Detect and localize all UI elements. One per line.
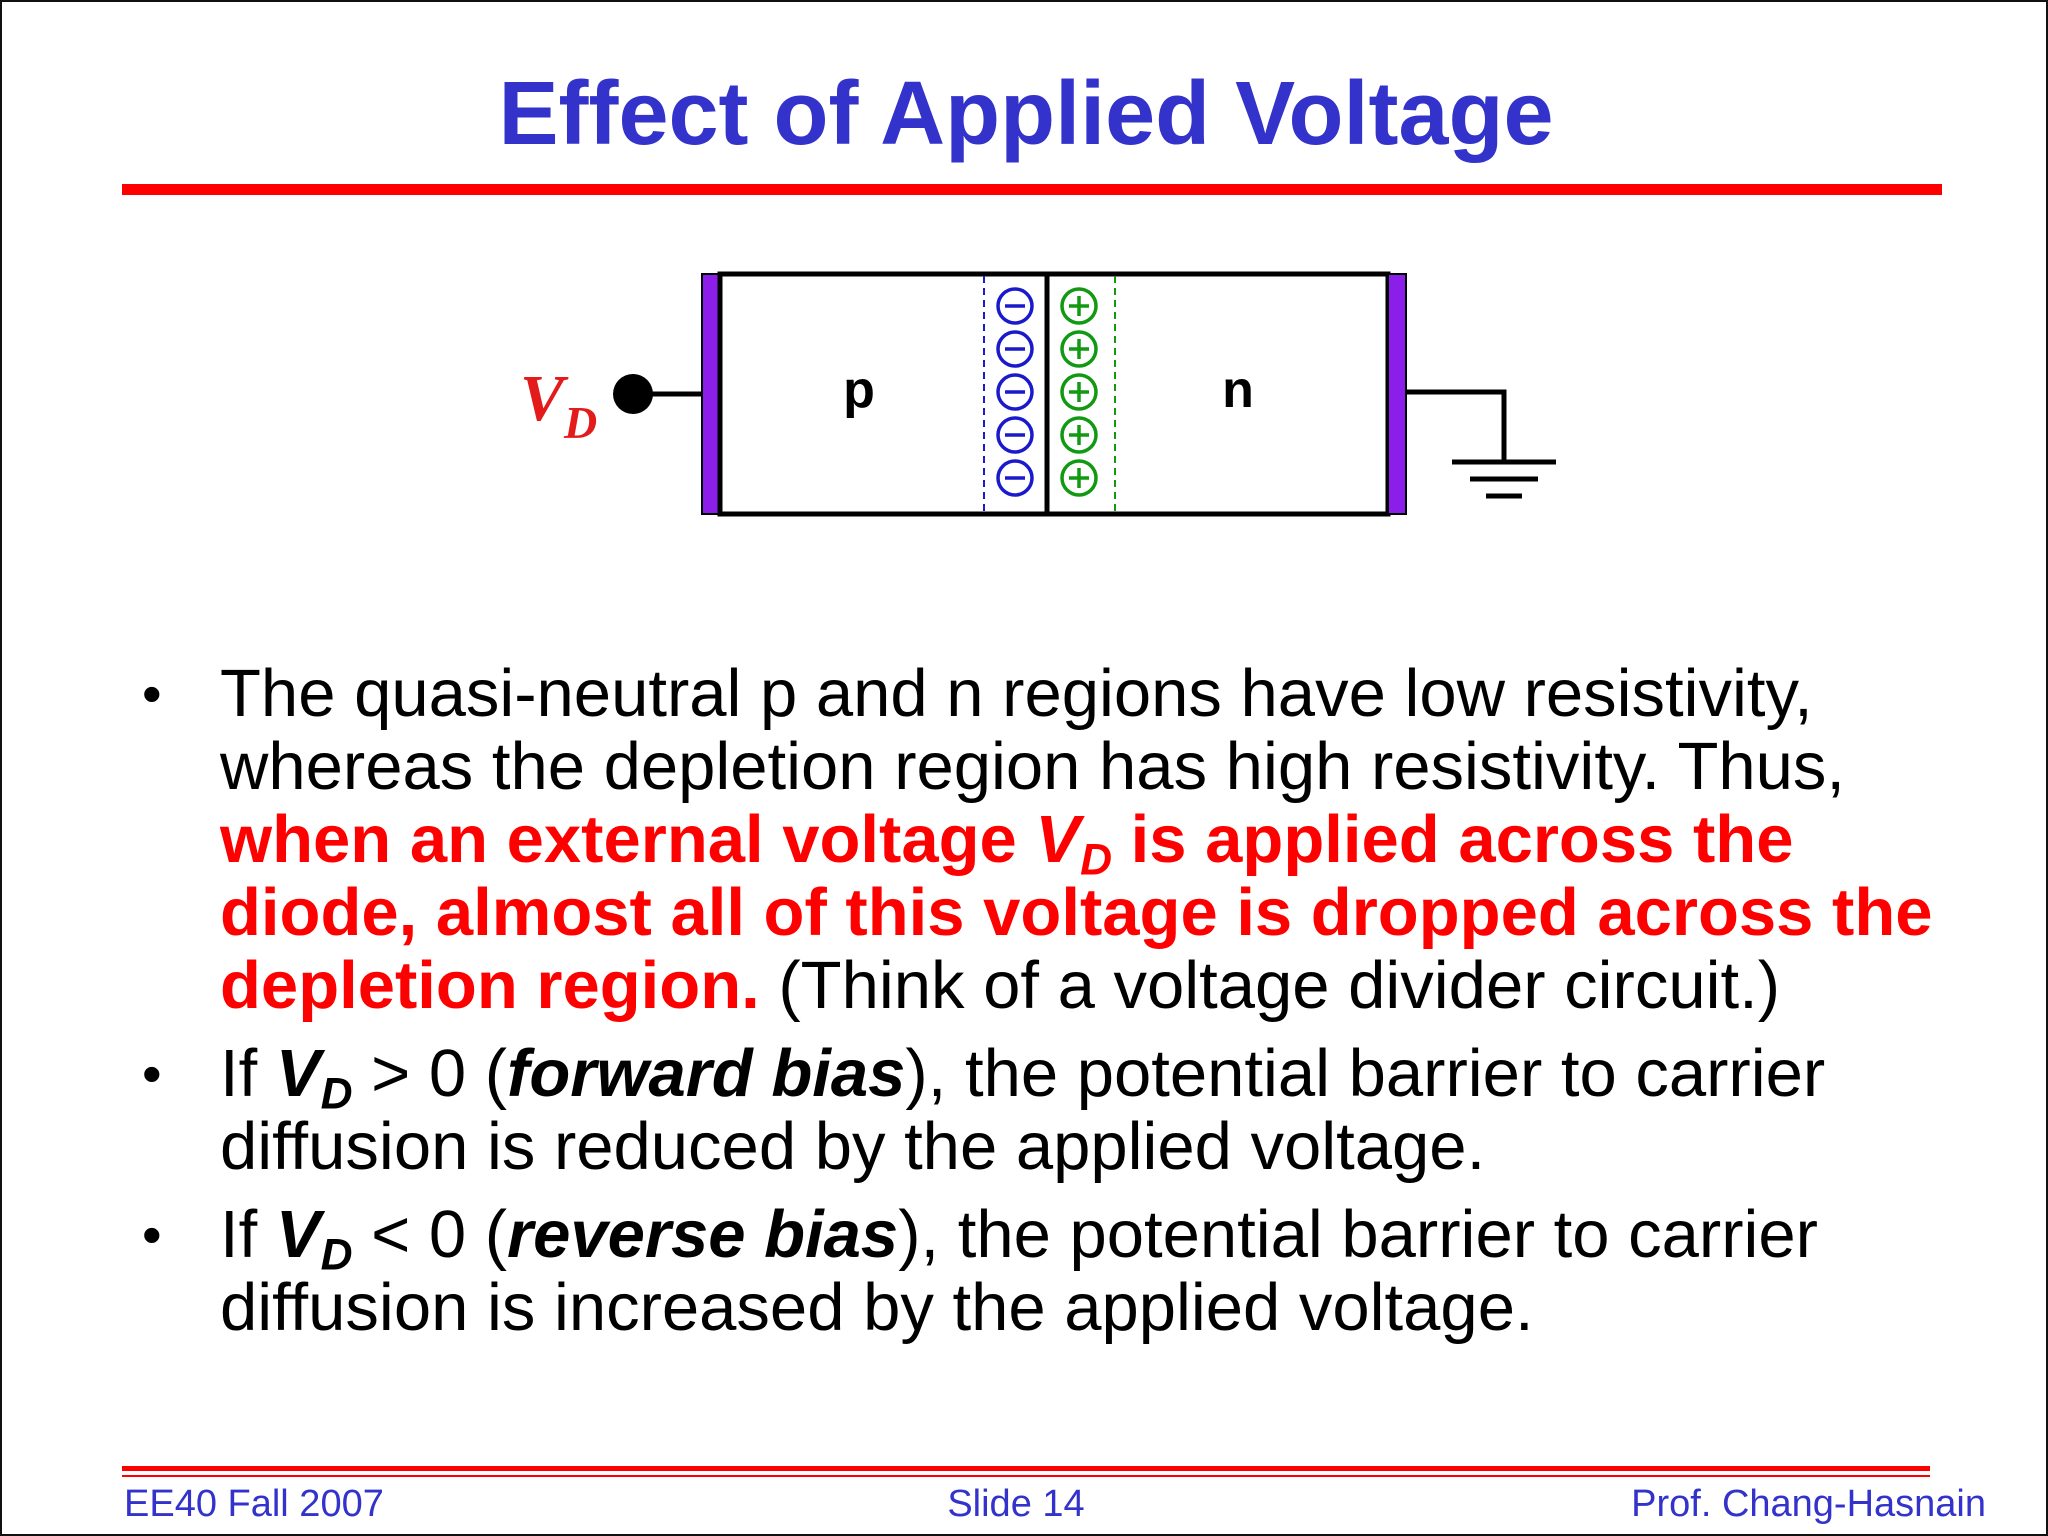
negative-ion-icon [996, 416, 1034, 454]
bullet-list: •The quasi-neutral p and n regions have … [142, 657, 1942, 1344]
vd-label: VD [520, 362, 597, 448]
slide-title: Effect of Applied Voltage [498, 64, 1554, 164]
bullet-item: •If VD > 0 (forward bias), the potential… [142, 1036, 1826, 1184]
vd-label-subscript: D [563, 397, 597, 448]
pn-junction-diagram: VD p n [520, 271, 1556, 517]
footer-divider [122, 1466, 1930, 1471]
title-divider [122, 184, 1942, 195]
bullet-item: •The quasi-neutral p and n regions have … [142, 656, 1933, 1023]
positive-ion-icon [1060, 373, 1098, 411]
right-contact [1387, 273, 1407, 515]
forward-bias-term: forward bias [507, 1036, 906, 1111]
bullet-dot: • [142, 662, 162, 725]
negative-ion-icon [996, 287, 1034, 325]
footer-slide-number: Slide 14 [947, 1483, 1085, 1525]
reverse-bias-term: reverse bias [507, 1197, 899, 1272]
footer-author: Prof. Chang-Hasnain [1631, 1483, 1986, 1525]
negative-ion-icon [996, 330, 1034, 368]
ground-wire [1406, 389, 1507, 462]
bullet-dot: • [142, 1042, 162, 1105]
footer-course: EE40 Fall 2007 [124, 1483, 384, 1525]
n-region-label: n [1222, 361, 1254, 419]
highlighted-statement: when an external voltage VD is applied a… [220, 802, 1933, 1023]
positive-ion-icon [1060, 330, 1098, 368]
negative-ion-icon [996, 459, 1034, 497]
ground-icon [1452, 459, 1556, 499]
positive-ion-icon [1060, 416, 1098, 454]
left-contact [701, 273, 721, 515]
positive-ion-icon [1060, 287, 1098, 325]
negative-ion-icon [996, 373, 1034, 411]
bullet-dot: • [142, 1203, 162, 1266]
bullet-item: •If VD < 0 (reverse bias), the potential… [142, 1197, 1818, 1345]
positive-ions [1060, 287, 1098, 497]
footer-divider-thin [122, 1475, 1930, 1477]
positive-ion-icon [1060, 459, 1098, 497]
p-region-label: p [843, 361, 875, 419]
diode-body [717, 271, 1391, 517]
negative-ions [996, 287, 1034, 497]
